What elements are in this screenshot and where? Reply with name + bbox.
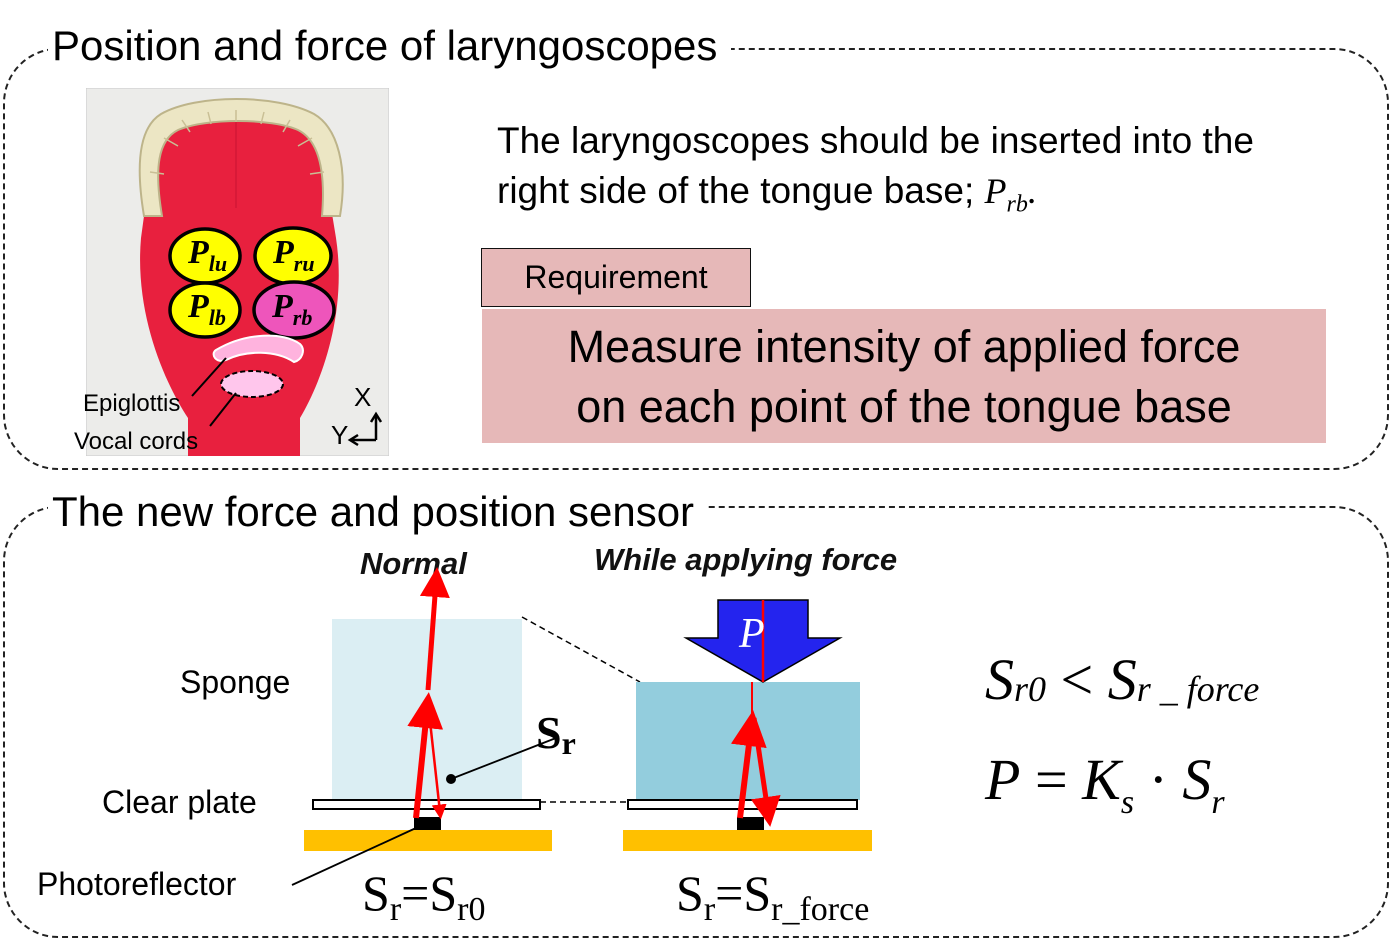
section-1-title: Position and force of laryngoscopes <box>48 22 732 70</box>
formula-inequality: Sr0 < Sr _ force <box>985 647 1260 712</box>
equation-normal: Sr=Sr0 <box>362 865 486 928</box>
sr-callout-label: Sr <box>536 707 576 761</box>
point-label-rb: Prb <box>272 288 313 330</box>
sponge-label: Sponge <box>180 664 291 700</box>
point-label-lb: Plb <box>188 288 226 330</box>
dental-arch <box>138 98 344 217</box>
photoreflector-label: Photoreflector <box>37 866 237 902</box>
requirement-line-2: on each point of the tongue base <box>576 381 1232 432</box>
axis-y-label: Y <box>331 420 349 450</box>
point-ellipse-rb <box>252 280 336 340</box>
vocal-cords-label: Vocal cords <box>74 428 199 455</box>
requirement-label: Requirement <box>481 248 751 307</box>
vocal-cords-shape <box>220 370 284 398</box>
epiglottis-label: Epiglottis <box>83 390 181 417</box>
point-ellipse-lb <box>168 281 242 339</box>
point-label-lu: Plu <box>188 234 228 276</box>
requirement-box: Measure intensity of applied force on ea… <box>482 309 1326 443</box>
formula-force: P = Ks · Sr <box>985 747 1225 821</box>
requirement-line-1: Measure intensity of applied force <box>567 321 1241 372</box>
description-line-1: The laryngoscopes should be inserted int… <box>497 120 1254 161</box>
force-heading: While applying force <box>594 542 898 577</box>
normal-heading: Normal <box>360 546 467 581</box>
epiglottis-shape <box>212 334 304 364</box>
point-label-ru: Pru <box>273 234 315 276</box>
axis-x-label: X <box>354 382 372 412</box>
force-arrow-label: P <box>739 611 765 657</box>
clear-plate-label: Clear plate <box>102 784 257 820</box>
axis-indicator <box>347 411 383 447</box>
tongue-model-photo <box>86 88 389 456</box>
equation-force: Sr=Sr_force <box>676 865 870 928</box>
tongue-shape <box>140 105 339 456</box>
section-2-title: The new force and position sensor <box>48 488 709 536</box>
description-line-2: right side of the tongue base; Prb. <box>497 170 1038 218</box>
